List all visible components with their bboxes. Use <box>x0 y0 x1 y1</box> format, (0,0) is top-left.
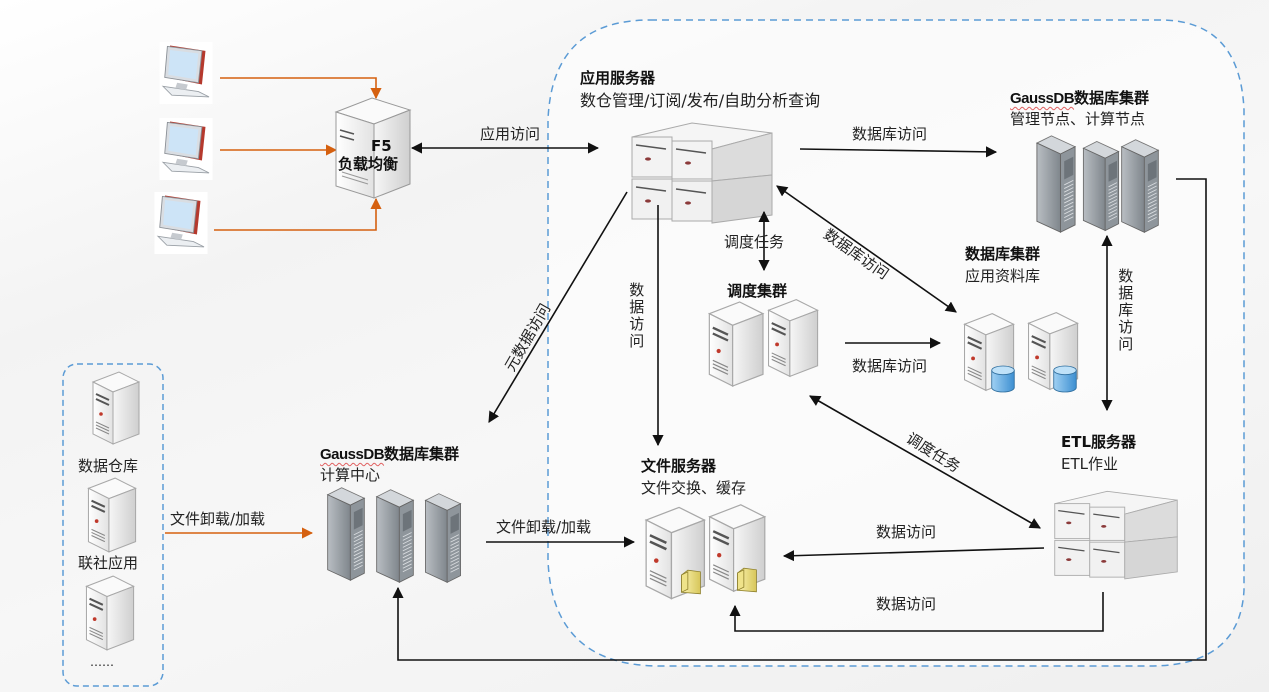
meta-access-arrow <box>488 191 628 423</box>
client-laptop-1 <box>158 42 214 104</box>
client-arrow-3 <box>214 197 382 231</box>
gauss-compute-subtitle: 计算中心 <box>320 466 381 484</box>
gauss-main-title: GaussDB数据库集群 <box>1010 89 1150 107</box>
client-laptop-2 <box>158 118 214 180</box>
union-app-server-icon <box>87 477 137 553</box>
app-server-title: 应用服务器 <box>580 69 656 87</box>
external-item-more: …… <box>90 655 114 669</box>
gauss-main-subtitle: 管理节点、计算节点 <box>1010 110 1146 128</box>
file-server-title: 文件服务器 <box>641 457 717 475</box>
gauss-compute-title-prefix: GaussDB <box>320 446 385 463</box>
schedule-task-diagonal-arrow <box>809 395 1041 529</box>
etl-title: ETL服务器 <box>1061 433 1137 451</box>
gauss-main-to-compute-arrow <box>392 178 1207 661</box>
data-access-bottom-arrow <box>729 592 1104 632</box>
edge-label-data-access-etl-file: 数据访问 <box>876 523 937 541</box>
edge-label-db-access-top: 数据库访问 <box>852 125 928 143</box>
gauss-compute-title-suffix: 数据库集群 <box>384 445 460 463</box>
external-item-data-warehouse: 数据仓库 <box>78 457 139 475</box>
edge-label-schedule-task-1: 调度任务 <box>724 233 785 251</box>
app-db-title: 数据库集群 <box>965 245 1041 263</box>
data-warehouse-server-icon <box>91 370 141 446</box>
db-access-diagonal-arrow <box>776 185 957 313</box>
gauss-main-title-prefix: GaussDB <box>1010 90 1075 107</box>
client-laptop-3 <box>153 192 209 254</box>
file-server-subtitle: 文件交换、缓存 <box>641 479 747 497</box>
edge-label-app-access: 应用访问 <box>480 125 541 143</box>
etl-subtitle: ETL作业 <box>1061 455 1118 473</box>
edge-label-db-access-right: 数据库访问 <box>1116 268 1135 353</box>
f5-load-balancer-icon <box>334 97 412 199</box>
gauss-compute-cluster-icon <box>327 487 462 583</box>
gauss-compute-title: GaussDB数据库集群 <box>320 445 460 463</box>
edge-label-db-access-sched: 数据库访问 <box>852 357 928 375</box>
client-arrow-1 <box>220 77 382 100</box>
edge-label-file-unload-ext: 文件卸载/加载 <box>170 510 266 528</box>
external-systems-zone-border <box>62 363 164 687</box>
etl-server-icon <box>1054 490 1178 580</box>
f5-title: F5 <box>371 137 392 155</box>
gauss-main-title-suffix: 数据库集群 <box>1074 89 1150 107</box>
gauss-main-cluster-icon <box>1036 135 1159 233</box>
scheduler-title: 调度集群 <box>727 282 788 300</box>
edge-label-file-unload-gauss: 文件卸载/加载 <box>496 518 592 536</box>
data-access-etl-file-arrow <box>782 547 1045 562</box>
other-server-icon <box>85 575 135 651</box>
f5-subtitle: 负载均衡 <box>338 155 399 173</box>
external-item-union-app: 联社应用 <box>78 554 139 572</box>
edge-label-data-access-vert: 数据访问 <box>627 282 646 350</box>
db-access-top-arrow <box>799 146 998 158</box>
app-server-subtitle: 数仓管理/订阅/发布/自助分析查询 <box>580 91 821 110</box>
app-db-subtitle: 应用资料库 <box>965 267 1041 285</box>
app-server-icon <box>631 122 773 224</box>
edge-label-data-access-bottom: 数据访问 <box>876 595 937 613</box>
